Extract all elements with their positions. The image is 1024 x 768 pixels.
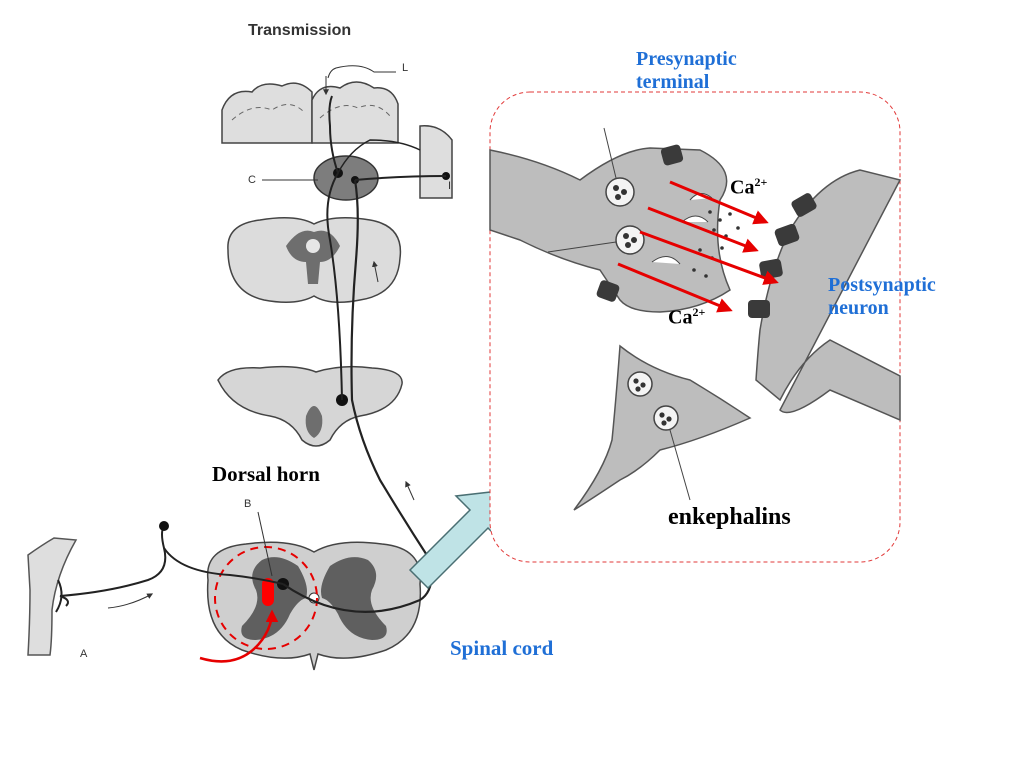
letter-i: I [448,180,452,192]
peripheral-nerve [27,521,284,656]
medulla-section [217,365,403,447]
synapse-detail [489,127,902,511]
calcium-label-bottom: Ca2+ [668,305,706,330]
ca-text: Ca [668,306,693,329]
spinal-cord-label: Spinal cord [450,636,554,660]
spinal-cord-section [199,541,422,671]
postsynaptic-line-1: Postsynaptic [828,274,936,296]
ca-charge: 2+ [692,305,706,319]
ascending-pathway [257,65,447,613]
enkephalins-label: enkephalins [668,504,791,530]
dorsal-horn-label: Dorsal horn [212,462,320,486]
transmission-label: Transmission [248,22,352,39]
cortex-illustration [221,81,453,199]
presynaptic-line-2: terminal [636,71,710,93]
letter-l: L [402,62,409,74]
midbrain-section [227,217,402,303]
ca-charge: 2+ [754,175,768,189]
presynaptic-line-1: Presynaptic [636,48,737,70]
letter-a: A [80,648,88,660]
letter-b: B [244,498,252,510]
red-synapse-marker [262,578,274,606]
letter-c: C [248,174,256,186]
postsynaptic-neuron-label: Postsynaptic neuron [828,274,936,320]
presynaptic-terminal-label: Presynaptic terminal [636,48,737,94]
postsynaptic-line-2: neuron [828,297,889,319]
ca-text: Ca [730,176,755,199]
calcium-arrows [617,180,779,313]
calcium-label-top: Ca2+ [730,175,768,200]
